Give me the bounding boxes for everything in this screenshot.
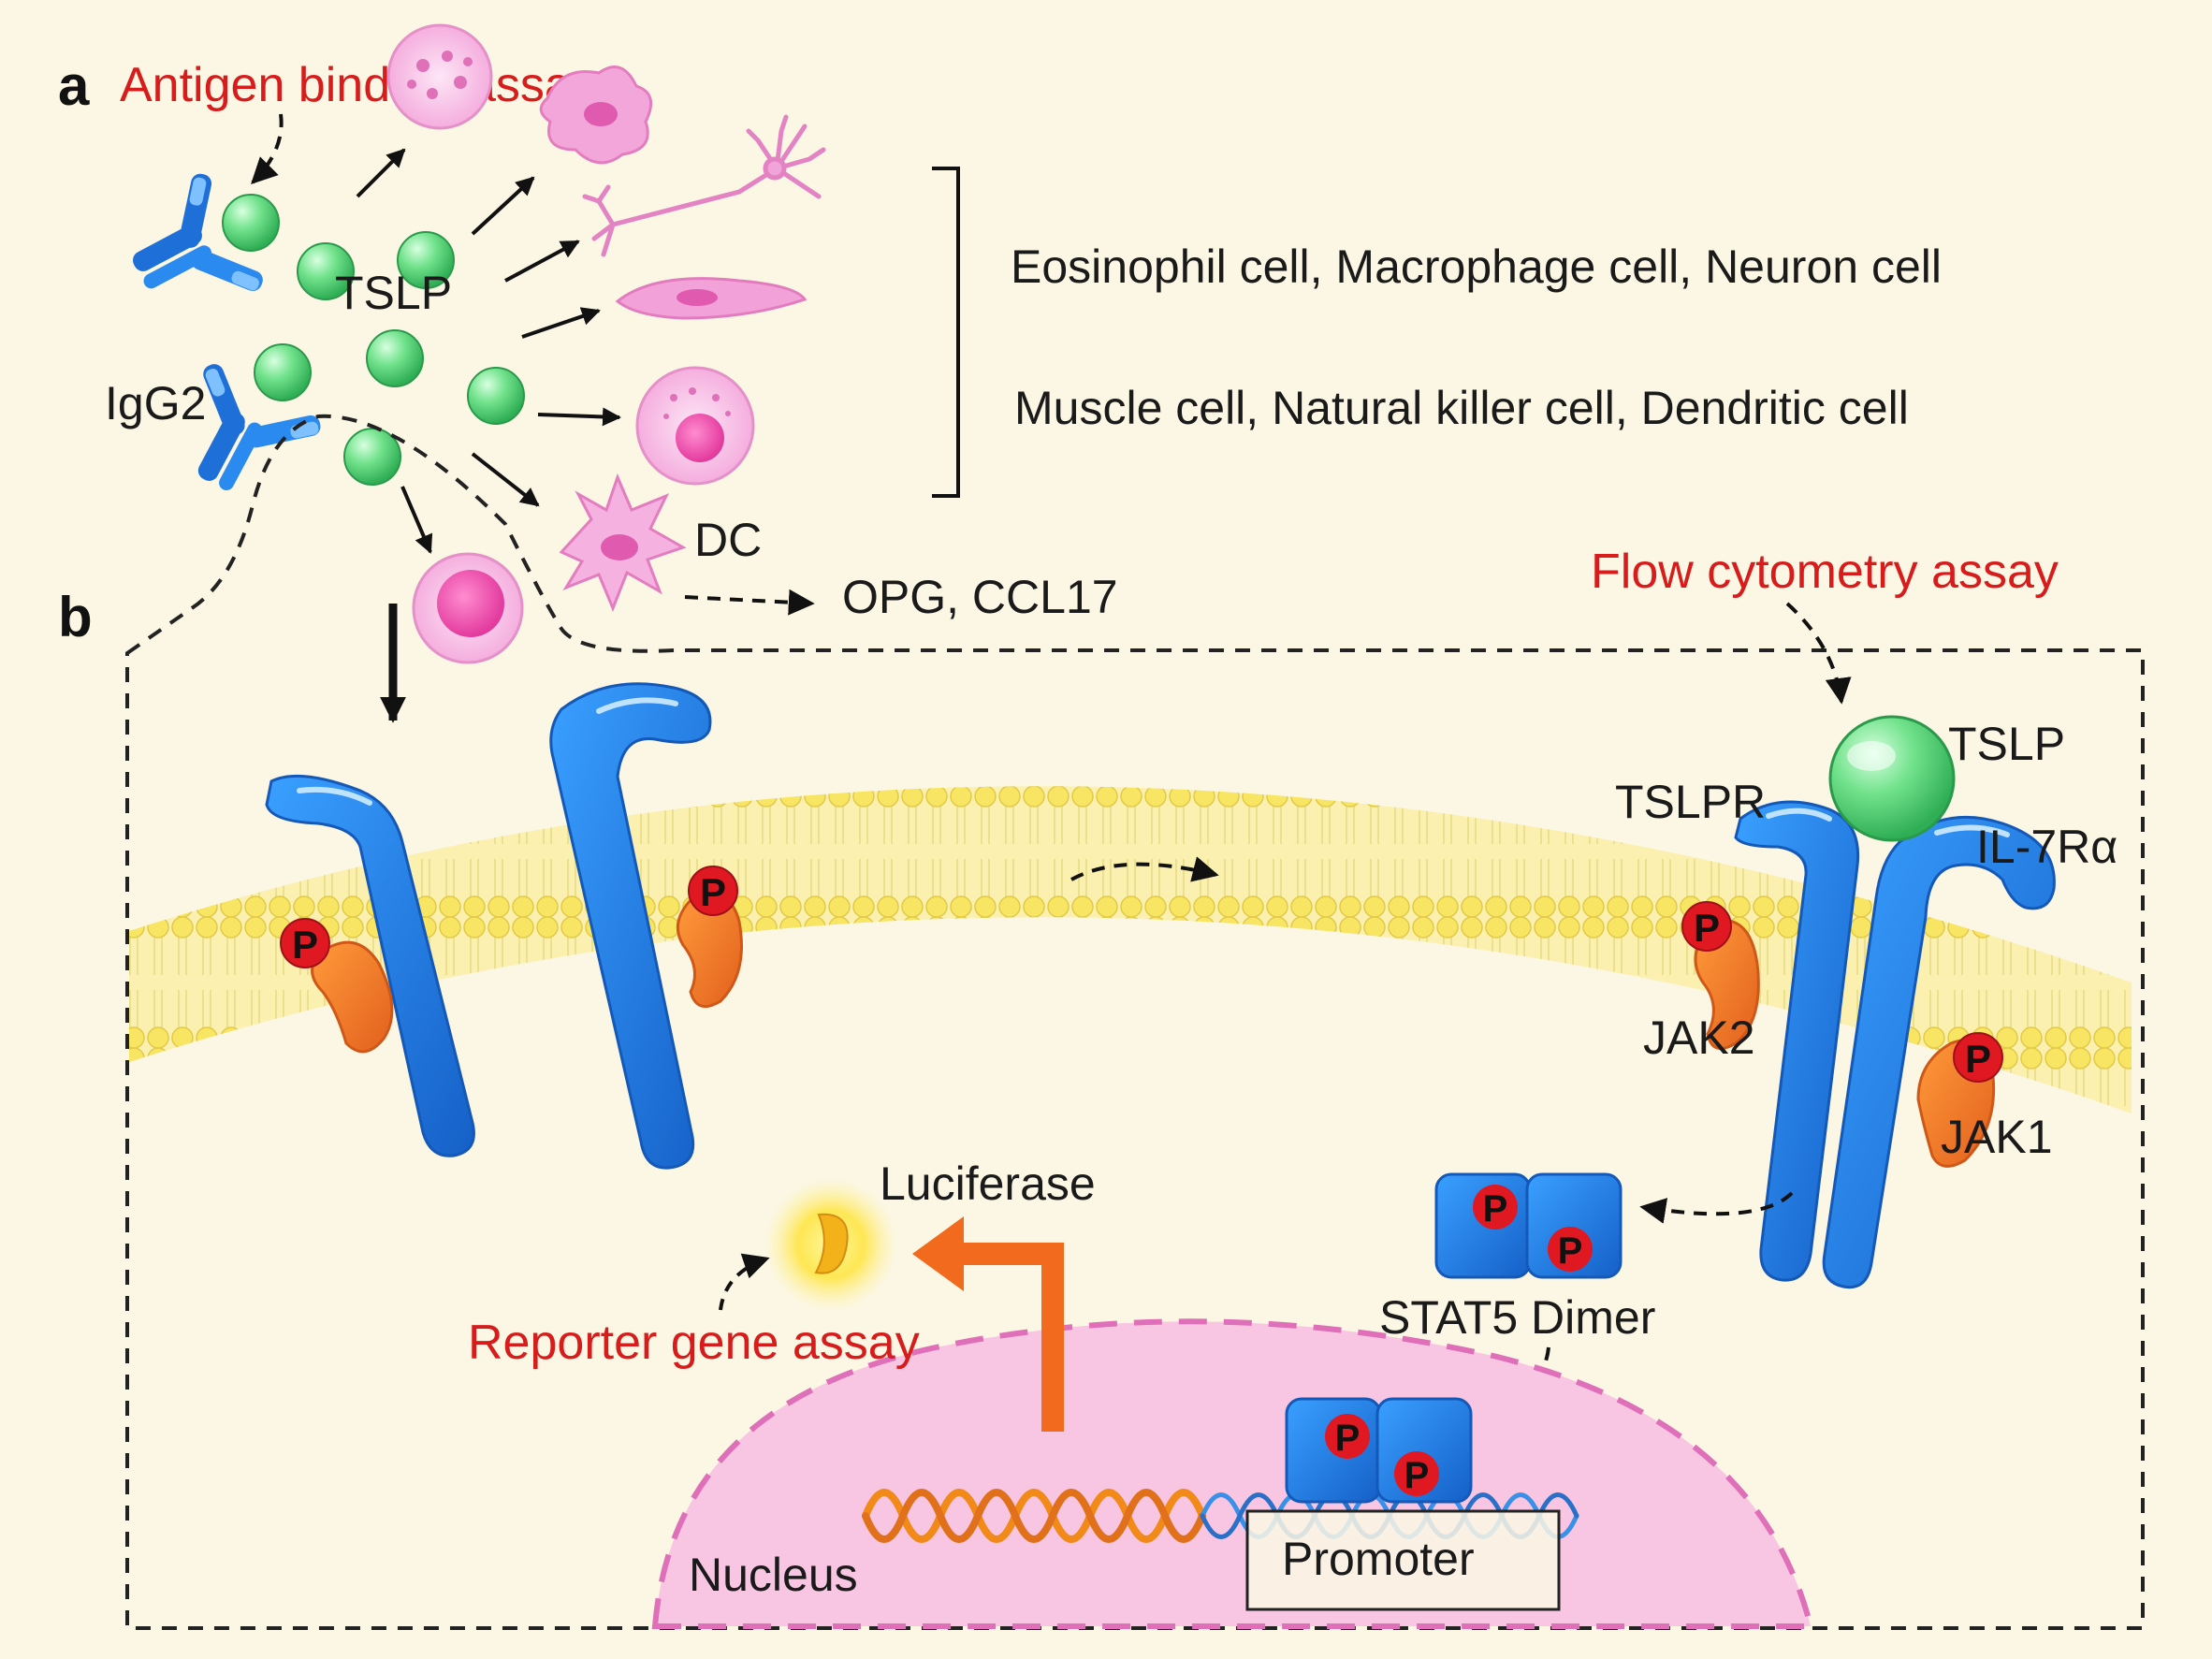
- cell-types-line1: Eosinophil cell, Macrophage cell, Neuron…: [1011, 240, 1942, 293]
- tslp-molecule-icon: [254, 343, 312, 401]
- phospho-icon: P: [1681, 901, 1732, 952]
- jak2-label: JAK2: [1643, 1011, 1755, 1064]
- phospho-icon: P: [688, 866, 738, 916]
- il7ra-label: IL-7Rα: [1976, 821, 2117, 873]
- stat5-release-arrow: [1639, 1191, 1794, 1224]
- jak-kinase-icon: [676, 893, 743, 1009]
- svg-text:P: P: [1483, 1188, 1508, 1230]
- opg-ccl17-label: OPG, CCL17: [842, 571, 1118, 623]
- stat5-dimer-icon: P P: [1285, 1397, 1473, 1504]
- tslp-molecule-icon: [397, 231, 455, 289]
- natural-killer-cell-icon: [635, 366, 755, 486]
- stat5-dimer-label: STAT5 Dimer: [1379, 1291, 1655, 1344]
- tslp-molecule-group: [222, 194, 525, 486]
- dendritic-cell-icon: [559, 473, 687, 612]
- tslpr-label: TSLPR: [1615, 776, 1766, 828]
- phospho-icon: P: [1953, 1032, 2003, 1083]
- tslp-molecule-icon: [343, 428, 401, 486]
- tslp-target-arrows: [356, 148, 621, 554]
- stat5-dimer-icon: P P: [1434, 1172, 1623, 1279]
- luciferase-label: Luciferase: [880, 1157, 1096, 1210]
- tslp-molecule-icon: [222, 194, 280, 252]
- flow-cytometry-assay-label: Flow cytometry assay: [1591, 545, 2059, 599]
- promoter-label: Promoter: [1282, 1533, 1475, 1585]
- transcription-arrow: [912, 1216, 1064, 1432]
- receptor-icon: [265, 774, 475, 1157]
- pink-cell-icon: [412, 552, 524, 664]
- svg-text:P: P: [700, 870, 726, 914]
- igg2-label: IgG2: [105, 377, 206, 429]
- tslp-molecule-icon: [467, 367, 525, 425]
- tslp-molecule-icon: [297, 242, 355, 300]
- muscle-cell-icon: [615, 277, 808, 320]
- cell-types-line2: Muscle cell, Natural killer cell, Dendri…: [1014, 382, 1909, 434]
- dc-label: DC: [694, 514, 762, 566]
- svg-text:P: P: [292, 923, 318, 967]
- svg-text:P: P: [1558, 1230, 1583, 1272]
- svg-text:P: P: [1694, 906, 1720, 950]
- jak-kinase-icon: [311, 940, 394, 1054]
- panel-b-label: b: [58, 586, 93, 648]
- receptor-icon: [1822, 815, 2056, 1289]
- svg-text:P: P: [1965, 1037, 1991, 1081]
- tslp-bound-label: TSLP: [1948, 718, 2065, 770]
- luciferase-glow-icon: [764, 1177, 898, 1312]
- jak1-label: JAK1: [1941, 1111, 2053, 1163]
- promoter-box: [1245, 1509, 1561, 1611]
- svg-text:P: P: [1404, 1455, 1430, 1496]
- jak-kinase-icon: [1694, 919, 1760, 1051]
- macrophage-cell-icon: [539, 65, 653, 165]
- nucleus-label: Nucleus: [689, 1549, 858, 1601]
- svg-text:P: P: [1335, 1418, 1361, 1459]
- antibody-icon: [133, 173, 263, 292]
- phospho-icon: P: [280, 918, 330, 968]
- reporter-gene-assay-label: Reporter gene assay: [468, 1316, 920, 1370]
- zoom-dashed-outline: [125, 414, 2145, 1630]
- eosinophil-cell-icon: [386, 23, 493, 130]
- neuron-cell-icon: [582, 114, 826, 257]
- panel-a-label: a: [58, 54, 90, 117]
- tslp-molecule-icon: [366, 329, 424, 387]
- dc-output-arrow: [684, 589, 815, 616]
- flow-cytometry-arrow: [1785, 602, 1852, 705]
- receptor-icon: [549, 682, 712, 1170]
- cell-types-bracket: [932, 167, 960, 498]
- receptor-icon: [1734, 800, 1860, 1282]
- tslp-molecule-icon: [1828, 715, 1956, 842]
- antigen-assay-arrow: [251, 113, 284, 184]
- tslp-cluster-label: TSLP: [335, 267, 452, 319]
- reporter-gene-arrow: [719, 1253, 770, 1311]
- antigen-binding-assay-label: Antigen binding assay: [120, 58, 596, 112]
